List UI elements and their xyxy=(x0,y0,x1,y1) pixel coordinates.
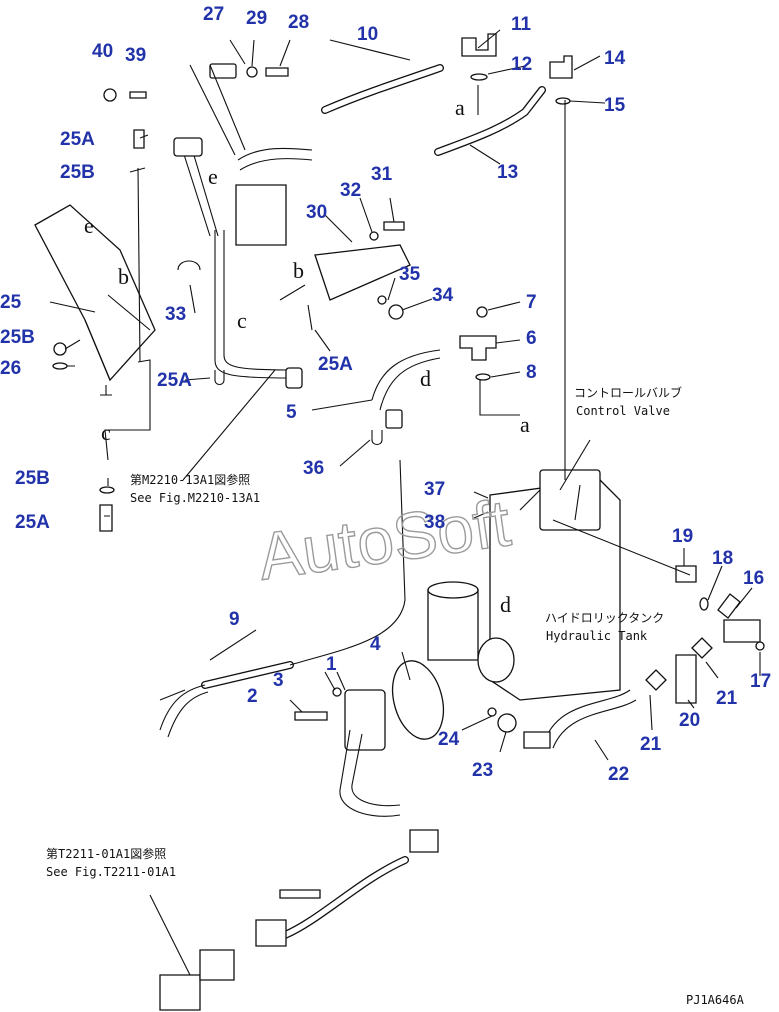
flow-letter-b-right: b xyxy=(293,258,304,283)
callout-14: 14 xyxy=(604,48,626,69)
ref-t2211-label-jp: 第T2211-01A1図参照 xyxy=(46,846,166,861)
callout-29: 27 xyxy=(203,4,224,25)
callout-26-right: 25A xyxy=(318,354,353,375)
callout-19: 19 xyxy=(672,526,693,547)
callout-1: 1 xyxy=(326,654,337,675)
flow-letter-c-top: c xyxy=(237,308,247,333)
callout-17: 17 xyxy=(750,671,771,692)
callout-24: 24 xyxy=(438,729,460,750)
reference-labels: コントロールバルブ Control Valve ハイドロリックタンク Hydra… xyxy=(46,385,745,1007)
callout-11: 11 xyxy=(511,14,532,35)
flow-letter-a-tank: a xyxy=(520,412,530,437)
callout-20: 20 xyxy=(679,710,700,731)
callout-31: 29 xyxy=(246,8,267,29)
drawing-code: PJ1A646A xyxy=(686,993,745,1007)
watermark: AutoSoft xyxy=(254,485,515,594)
callout-23: 23 xyxy=(472,760,493,781)
callout-10: 10 xyxy=(357,24,378,45)
hydraulic-tank-label-jp: ハイドロリックタンク xyxy=(545,611,664,625)
control-valve-label-en: Control Valve xyxy=(576,404,670,418)
callout-5: 5 xyxy=(286,402,297,423)
callout-39: 37 xyxy=(424,479,445,500)
callout-6: 6 xyxy=(526,328,537,349)
callout-25A-bottom: 25A xyxy=(15,512,50,533)
callout-18: 18 xyxy=(712,548,733,569)
callout-3: 3 xyxy=(273,670,284,691)
callout-22: 22 xyxy=(608,764,629,785)
control-valve-label-jp: コントロールバルブ xyxy=(574,385,682,400)
callout-26-left: 25A xyxy=(157,370,192,391)
callout-numbers: 27 29 28 10 11 12 14 15 40 39 25A 25B 13… xyxy=(0,4,771,785)
callout-40: 38 xyxy=(424,512,445,533)
callout-27: 25B xyxy=(0,327,35,348)
flow-letters: e e a b b c c d a d xyxy=(84,95,530,617)
callout-21-left: 21 xyxy=(640,734,662,755)
ref-m2210-label-jp: 第M2210-13A1図参照 xyxy=(130,472,250,487)
callout-25: 25 xyxy=(0,292,22,313)
callout-28: 26 xyxy=(0,358,21,379)
callout-21-right: 21 xyxy=(716,688,738,709)
callout-25B-bottom: 25B xyxy=(15,468,50,489)
callout-16: 16 xyxy=(743,568,764,589)
callout-25A-top: 25A xyxy=(60,129,95,150)
flow-letter-e-left: e xyxy=(84,213,94,238)
callout-2: 2 xyxy=(247,686,258,707)
callout-42: 40 xyxy=(92,41,113,62)
flow-letter-b-left: b xyxy=(118,264,129,289)
callout-8: 8 xyxy=(526,362,537,383)
callout-35: 33 xyxy=(165,304,186,325)
callout-13: 13 xyxy=(497,162,518,183)
part-drawings xyxy=(34,29,765,1011)
callout-9: 9 xyxy=(229,609,240,630)
flow-letter-c-bottom: c xyxy=(101,420,111,445)
callout-38: 36 xyxy=(303,458,324,479)
callout-25B-top: 25B xyxy=(60,162,95,183)
callout-33: 31 xyxy=(371,164,393,185)
flow-letter-d-tank: d xyxy=(500,592,511,617)
callout-32: 30 xyxy=(306,202,327,223)
hydraulic-tank-label-en: Hydraulic Tank xyxy=(546,629,648,643)
flow-letter-d-top: d xyxy=(420,366,431,391)
ref-m2210-label-en: See Fig.M2210-13A1 xyxy=(130,491,260,505)
callout-30: 28 xyxy=(288,12,309,33)
callout-37: 35 xyxy=(399,264,421,285)
flow-letter-a-top: a xyxy=(455,95,465,120)
callout-4: 4 xyxy=(370,634,381,655)
flow-letter-e-top: e xyxy=(208,164,218,189)
callout-41: 39 xyxy=(125,45,146,66)
callout-15: 15 xyxy=(604,95,626,116)
callout-36: 34 xyxy=(432,285,454,306)
callout-12: 12 xyxy=(511,54,532,75)
ref-t2211-label-en: See Fig.T2211-01A1 xyxy=(46,865,176,879)
callout-7: 7 xyxy=(526,292,537,313)
callout-34: 32 xyxy=(340,180,361,201)
